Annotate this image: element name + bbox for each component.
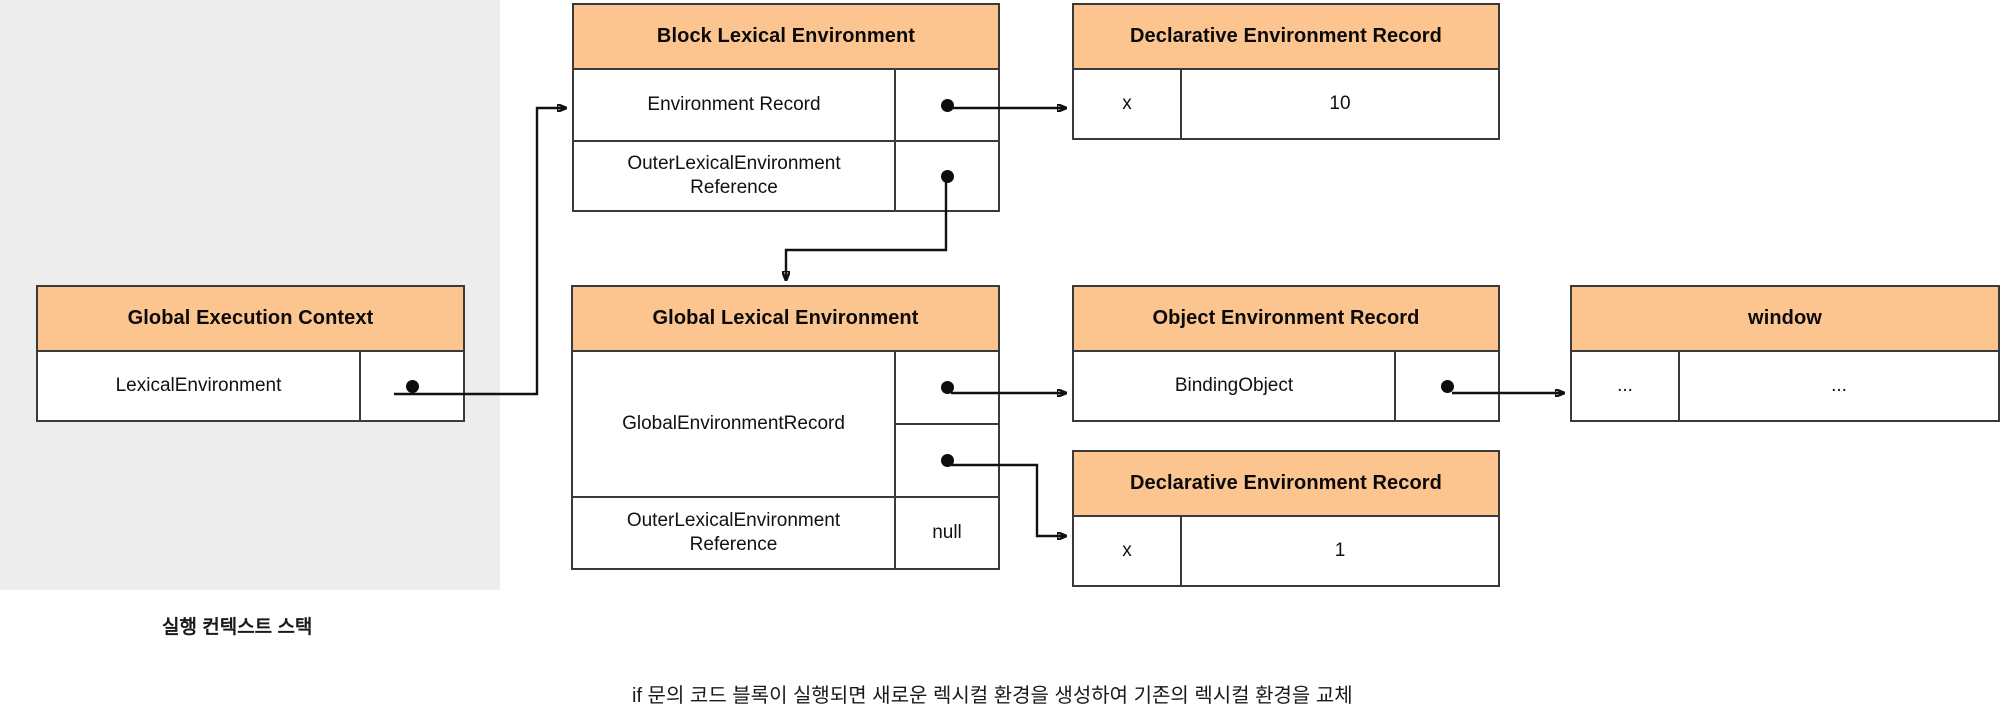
block-lexical-environment-row-env-record: Environment Record <box>574 70 998 140</box>
declarative-environment-record-global-header: Declarative Environment Record <box>1074 452 1498 517</box>
row-label-line2: Reference <box>689 534 778 555</box>
row-label: BindingObject <box>1174 374 1294 396</box>
declarative-record-block-row: x 10 <box>1074 70 1498 138</box>
row-pointer-cell <box>1394 352 1498 420</box>
node-window: window ... ... <box>1570 285 2000 422</box>
pointer-dot-icon <box>940 98 954 112</box>
node-global-execution-context: Global Execution Context LexicalEnvironm… <box>36 285 465 422</box>
pointer-dot-icon <box>1440 379 1454 393</box>
binding-value: 1 <box>1180 517 1498 585</box>
node-declarative-environment-record-block: Declarative Environment Record x 10 <box>1072 3 1500 140</box>
row-pointer-cell <box>894 142 998 210</box>
declarative-environment-record-block-header: Declarative Environment Record <box>1074 5 1498 70</box>
object-environment-record-header: Object Environment Record <box>1074 287 1498 352</box>
global-execution-context-header: Global Execution Context <box>38 287 463 352</box>
node-declarative-environment-record-global: Declarative Environment Record x 1 <box>1072 450 1500 587</box>
window-header: window <box>1572 287 1998 352</box>
row-label-line1: OuterLexicalEnvironment <box>627 152 841 174</box>
row-label: GlobalEnvironmentRecord <box>622 412 845 434</box>
node-object-environment-record: Object Environment Record BindingObject <box>1072 285 1500 422</box>
block-lexical-environment-header: Block Lexical Environment <box>574 5 998 70</box>
window-row: ... ... <box>1572 352 1998 420</box>
row-value: null <box>894 498 998 568</box>
pointer-dot-icon <box>940 381 954 394</box>
node-global-lexical-environment: Global Lexical Environment GlobalEnviron… <box>571 285 1000 570</box>
figure-note: if 문의 코드 블록이 실행되면 새로운 렉시컬 환경을 생성하여 기존의 렉… <box>632 685 1353 707</box>
record-pointer-object <box>896 352 998 423</box>
execution-context-stack-label: 실행 컨텍스트 스택 <box>162 617 313 638</box>
row-label-line1: OuterLexicalEnvironment <box>626 509 841 531</box>
row-label: Environment Record <box>647 93 821 115</box>
row-pointer-cell <box>894 70 998 140</box>
window-property-name: ... <box>1617 374 1633 396</box>
block-lexical-environment-row-outer-ref: OuterLexicalEnvironment Reference <box>574 140 998 210</box>
pointer-dot-icon <box>405 379 419 393</box>
row-pointer-cells <box>894 352 998 496</box>
global-lexical-environment-header: Global Lexical Environment <box>573 287 998 352</box>
global-execution-context-row-lexical-environment: LexicalEnvironment <box>38 352 463 420</box>
row-pointer-cell <box>359 352 463 420</box>
pointer-dot-icon <box>940 454 954 467</box>
record-pointer-declarative <box>896 423 998 496</box>
object-environment-record-row-binding-object: BindingObject <box>1074 352 1498 420</box>
pointer-dot-icon <box>940 169 954 183</box>
binding-name: x <box>1122 92 1132 114</box>
declarative-record-global-row: x 1 <box>1074 517 1498 585</box>
window-property-value: ... <box>1678 352 1998 420</box>
binding-value: 10 <box>1180 70 1498 138</box>
row-label-line2: Reference <box>690 177 778 198</box>
row-label: OuterLexicalEnvironment Reference <box>573 498 894 568</box>
row-label: LexicalEnvironment <box>115 374 282 396</box>
node-block-lexical-environment: Block Lexical Environment Environment Re… <box>572 3 1000 212</box>
global-lexical-environment-row-record: GlobalEnvironmentRecord <box>573 352 998 496</box>
binding-name: x <box>1122 539 1132 561</box>
row-label: OuterLexicalEnvironment Reference <box>574 142 894 210</box>
global-lexical-environment-row-outer-ref: OuterLexicalEnvironment Reference null <box>573 496 998 568</box>
